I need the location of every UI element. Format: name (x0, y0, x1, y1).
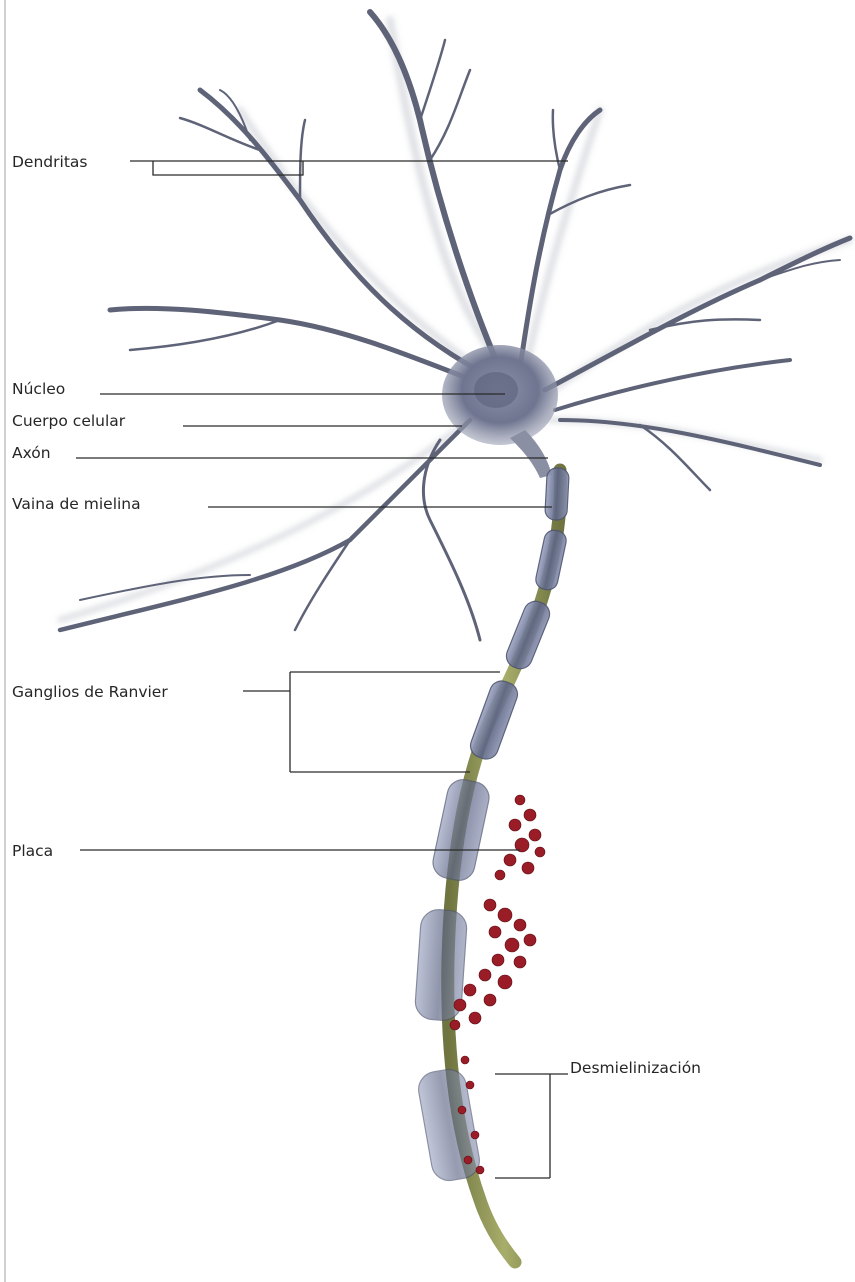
label-plaque: Placa (12, 842, 53, 860)
label-dendrites: Dendritas (12, 153, 87, 171)
axon-hillock (510, 430, 552, 478)
label-demyelination: Desmielinización (570, 1059, 701, 1077)
myelin-sheath-segments (414, 467, 569, 1183)
label-nodes-of-ranvier: Ganglios de Ranvier (12, 683, 168, 701)
label-nucleus: Núcleo (12, 380, 65, 398)
label-myelin-sheath: Vaina de mielina (12, 495, 141, 513)
dendrites (60, 12, 850, 640)
nucleus-shape (474, 372, 518, 408)
leader-lines (76, 161, 568, 1178)
label-axon: Axón (12, 444, 51, 462)
label-cell-body: Cuerpo celular (12, 412, 125, 430)
